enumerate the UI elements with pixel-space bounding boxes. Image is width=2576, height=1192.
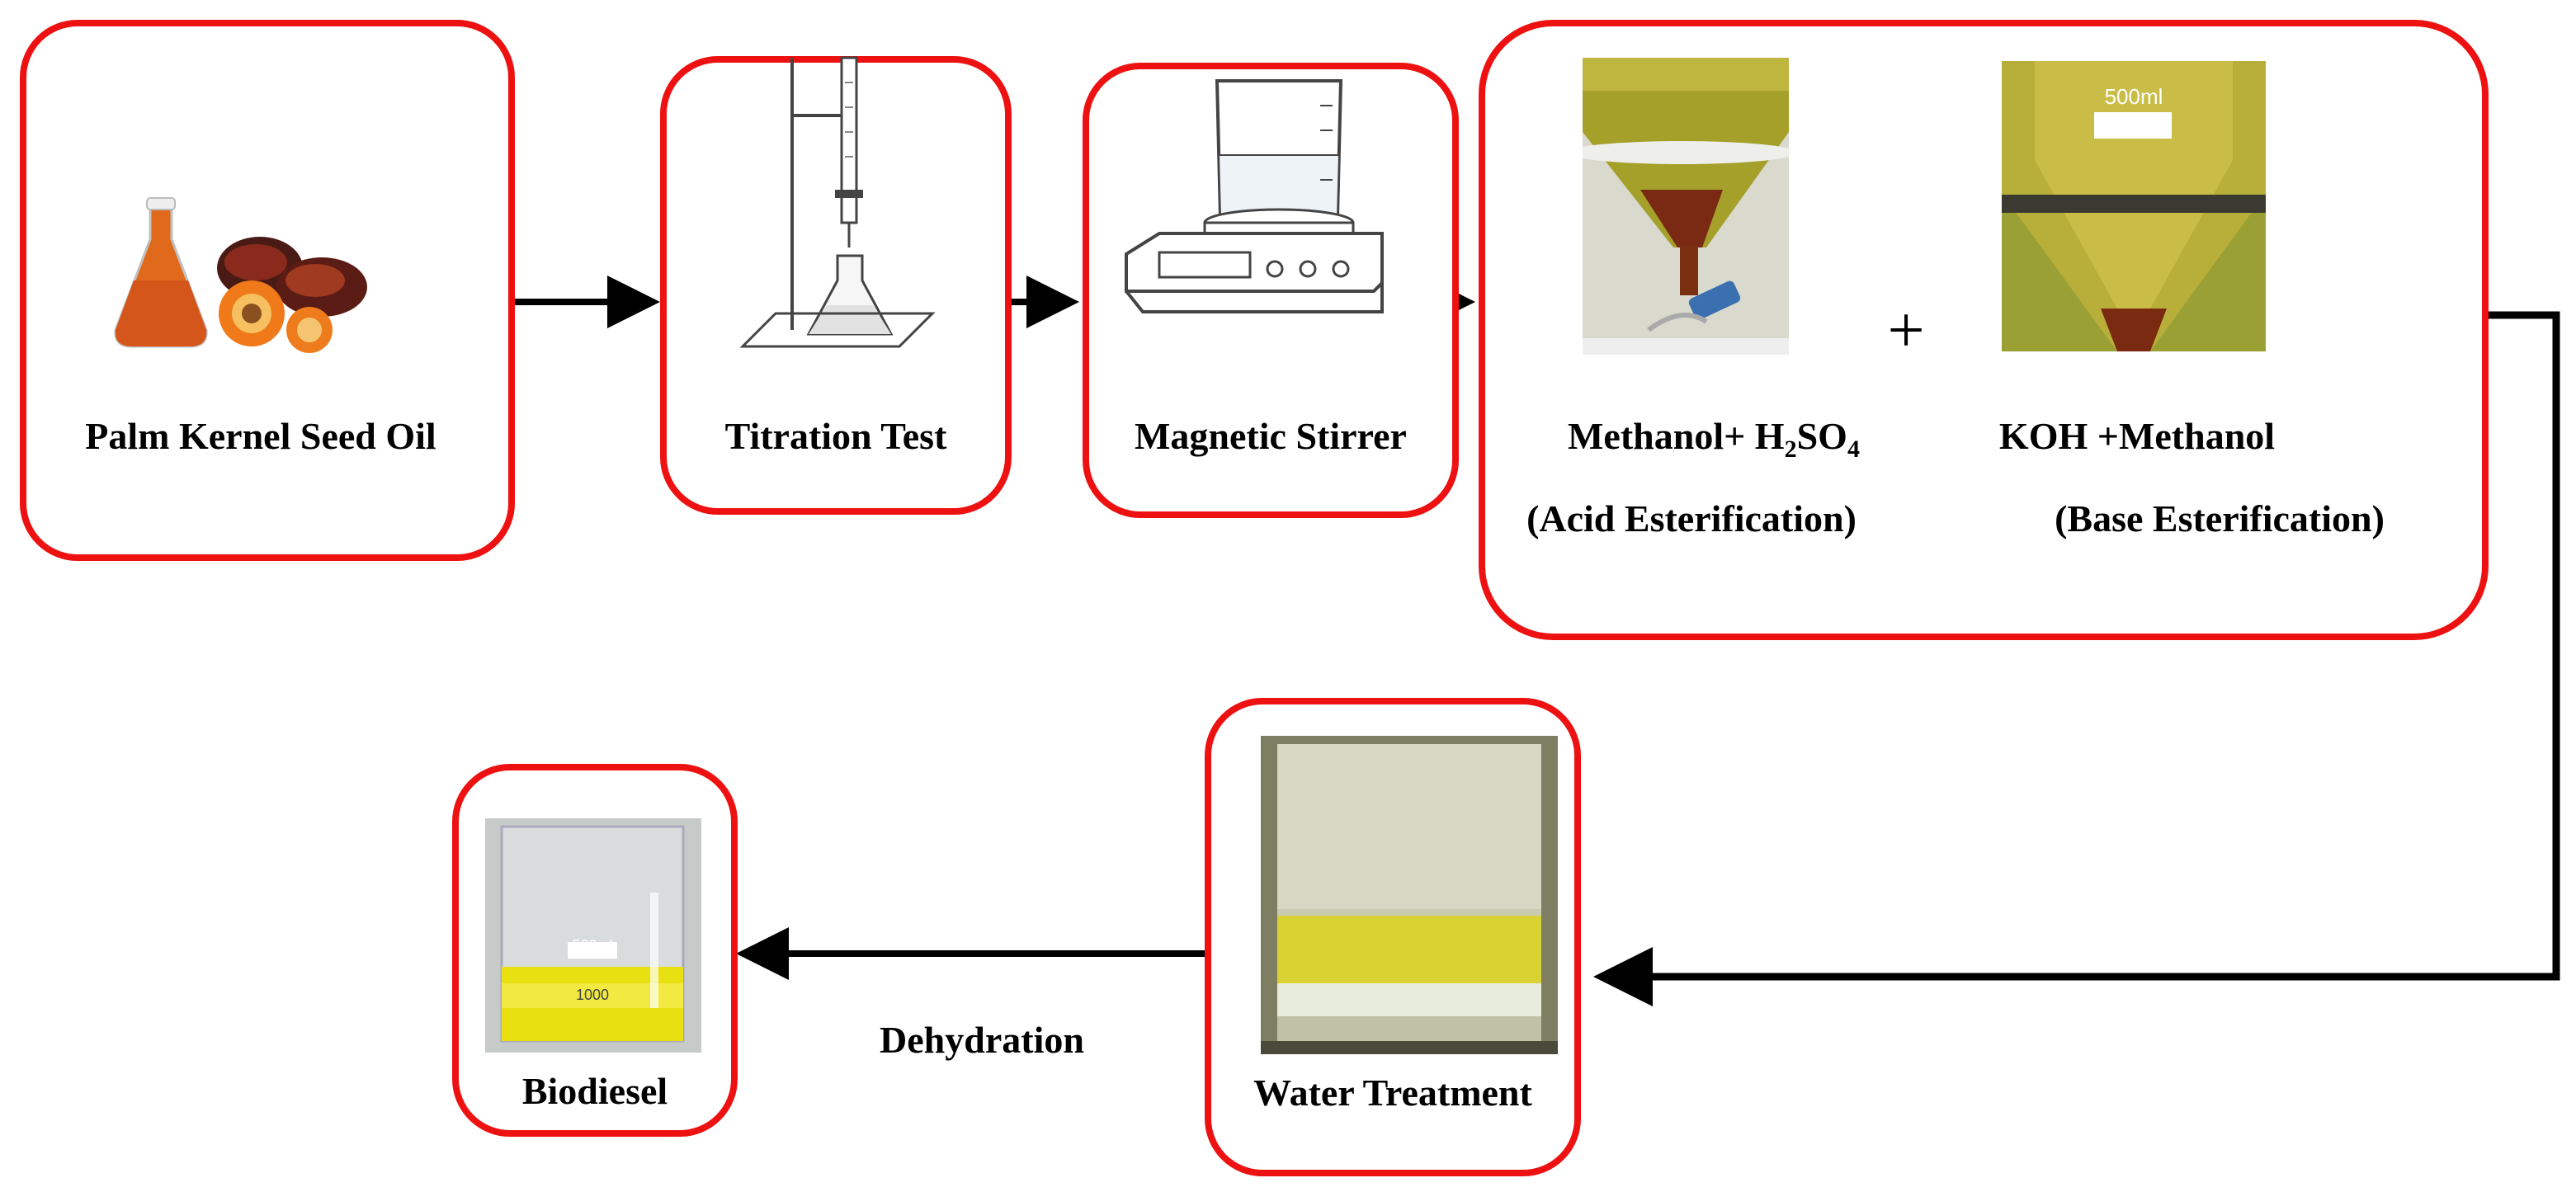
beaker-mark-1000: 1000 (576, 987, 609, 1003)
water-treatment-photo (1261, 736, 1558, 1054)
palm-oil-and-fruit-icon (114, 197, 367, 353)
base-esterification-photo: 500ml (2002, 61, 2266, 351)
plus-sign: + (1887, 294, 1925, 367)
arrow-esterification-to-water (1593, 311, 2560, 1006)
label-acid-esterification: (Acid Esterification) (1526, 497, 1857, 539)
label-base-reagents: KOH +Methanol (1998, 415, 2276, 457)
biodiesel-photo: 500ml 1000 (485, 818, 701, 1053)
label-water-treatment: Water Treatment (1253, 1072, 1532, 1114)
beaker-mark-500ml: 500ml (572, 937, 612, 954)
magnetic-stirrer-beaker-icon (1125, 79, 1384, 313)
label-base-esterification: (Base Esterification) (2055, 497, 2385, 539)
label-titration-test: Titration Test (724, 415, 947, 457)
label-acid-reagents: Methanol+ H2SO4 (1568, 415, 1860, 464)
node-titration-test (660, 56, 1012, 515)
label-biodiesel: Biodiesel (521, 1070, 668, 1112)
funnel-mark-500ml: 500ml (2105, 84, 2163, 109)
label-magnetic-stirrer: Magnetic Stirrer (1135, 415, 1407, 457)
label-dehydration: Dehydration (880, 1019, 1084, 1061)
label-palm-kernel-seed-oil: Palm Kernel Seed Oil (85, 415, 436, 457)
titration-burette-flask-icon (739, 56, 936, 348)
acid-esterification-photo (1583, 58, 1789, 355)
